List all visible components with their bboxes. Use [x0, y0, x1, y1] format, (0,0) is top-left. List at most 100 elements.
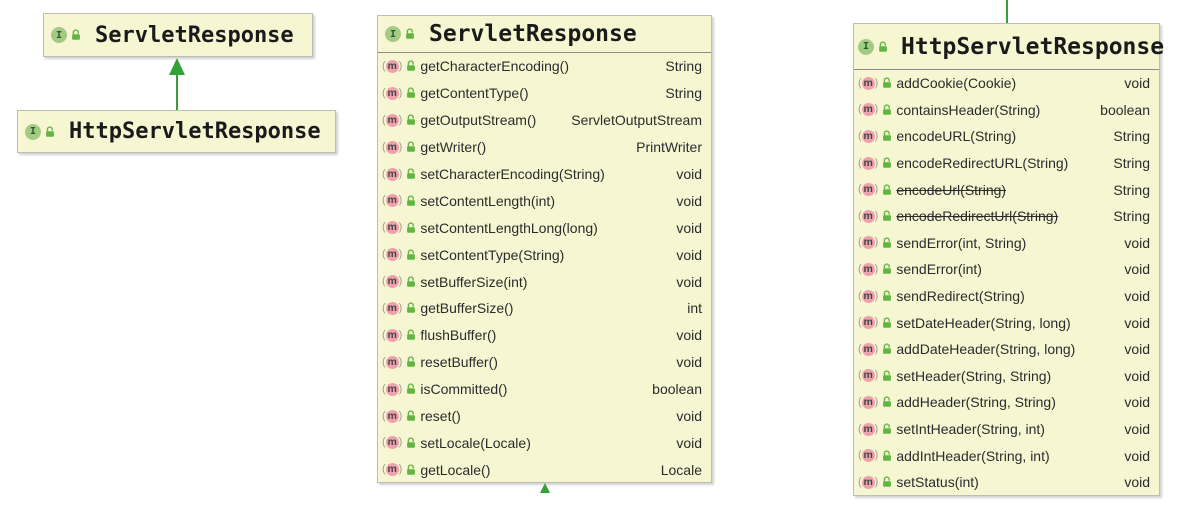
node-servletresponse-detail[interactable]: I ServletResponse (m) getCharacterEncodi…: [377, 15, 712, 483]
method-icon: (m): [382, 328, 403, 342]
method-row[interactable]: (m) addDateHeader(String, long)void: [854, 336, 1159, 363]
method-row[interactable]: (m) addIntHeader(String, int)void: [854, 442, 1159, 469]
method-return-type: int: [687, 300, 702, 317]
method-return-type: boolean: [1100, 101, 1150, 118]
method-name: setLocale(Locale): [420, 434, 531, 451]
method-icon: (m): [858, 395, 879, 409]
inheritance-arrowhead: [540, 483, 550, 493]
method-row[interactable]: (m) setContentLength(int)void: [378, 187, 711, 214]
method-row[interactable]: (m) getWriter()PrintWriter: [378, 134, 711, 161]
method-return-type: void: [1124, 261, 1150, 278]
method-row[interactable]: (m) encodeURL(String)String: [854, 123, 1159, 150]
method-return-type: String: [1113, 208, 1150, 225]
method-icon: (m): [858, 129, 879, 143]
method-icon: (m): [858, 262, 879, 276]
public-lock-icon: [46, 125, 54, 137]
method-row[interactable]: (m) addHeader(String, String)void: [854, 389, 1159, 416]
public-lock-icon: [883, 370, 892, 381]
public-lock-icon: [883, 450, 892, 461]
method-row[interactable]: (m) reset() void: [378, 403, 711, 430]
method-name: reset(): [420, 408, 461, 425]
method-row[interactable]: (m) setStatus(int)void: [854, 469, 1159, 496]
method-icon: (m): [858, 76, 879, 90]
method-row[interactable]: (m) getLocale()Locale: [378, 456, 711, 483]
method-return-type: boolean: [652, 381, 702, 398]
method-row[interactable]: (m) resetBuffer()void: [378, 349, 711, 376]
method-row[interactable]: (m) addCookie(Cookie)void: [854, 70, 1159, 97]
method-icon: (m): [382, 140, 403, 154]
method-name: addHeader(String, String): [896, 394, 1056, 411]
method-icon: (m): [858, 103, 879, 117]
method-row[interactable]: (m) sendRedirect(String)void: [854, 283, 1159, 310]
method-icon: (m): [382, 167, 403, 181]
node-httpservletresponse-compact[interactable]: I HttpServletResponse: [17, 110, 336, 153]
public-lock-icon: [883, 77, 892, 89]
method-return-type: String: [1113, 181, 1150, 198]
method-icon: (m): [858, 209, 879, 223]
method-row[interactable]: (m) setDateHeader(String, long)void: [854, 309, 1159, 336]
method-name: getOutputStream(): [420, 112, 537, 129]
method-row[interactable]: (m) setCharacterEncoding(String) void: [378, 161, 711, 188]
method-name: resetBuffer(): [420, 354, 498, 371]
public-lock-icon: [406, 28, 414, 39]
method-row[interactable]: (m) getContentType()String: [378, 80, 711, 107]
method-row[interactable]: (m) encodeRedirectURL(String)String: [854, 150, 1159, 177]
method-icon: (m): [858, 369, 879, 383]
node-header: I ServletResponse: [44, 14, 312, 56]
node-header: I ServletResponse: [378, 16, 711, 53]
public-lock-icon: [407, 114, 416, 126]
node-header: I HttpServletResponse: [854, 24, 1164, 70]
public-lock-icon: [883, 343, 892, 355]
method-return-type: void: [676, 408, 702, 425]
method-return-type: void: [1124, 367, 1150, 384]
method-row[interactable]: (m) sendError(int, String)void: [854, 230, 1159, 257]
method-row[interactable]: (m) encodeUrl(String)String: [854, 176, 1159, 203]
public-lock-icon: [883, 317, 892, 328]
method-icon: (m): [858, 422, 879, 436]
method-row[interactable]: (m) sendError(int)void: [854, 256, 1159, 283]
public-lock-icon: [72, 29, 80, 40]
public-lock-icon: [407, 329, 416, 341]
public-lock-icon: [407, 356, 416, 368]
method-row[interactable]: (m) setIntHeader(String, int)void: [854, 416, 1159, 443]
method-name: setCharacterEncoding(String): [420, 166, 605, 182]
public-lock-icon: [883, 210, 892, 222]
public-lock-icon: [883, 263, 892, 275]
method-name: setContentType(String): [420, 246, 565, 263]
method-row[interactable]: (m) setContentType(String)void: [378, 241, 711, 268]
public-lock-icon: [407, 383, 416, 394]
method-name: setDateHeader(String, long): [896, 314, 1071, 331]
class-title: HttpServletResponse: [69, 119, 321, 144]
node-servletresponse-compact[interactable]: I ServletResponse: [43, 13, 313, 57]
public-lock-icon: [407, 464, 416, 475]
public-lock-icon: [407, 87, 416, 99]
method-row[interactable]: (m) getCharacterEncoding()String: [378, 53, 711, 80]
method-row[interactable]: (m) encodeRedirectUrl(String)String: [854, 203, 1159, 230]
method-row[interactable]: (m) getOutputStream()ServletOutputStream: [378, 107, 711, 134]
method-row[interactable]: (m) setContentLengthLong(long)void: [378, 214, 711, 241]
node-httpservletresponse-detail[interactable]: I HttpServletResponse (m) addCookie(Cook…: [853, 23, 1164, 496]
method-row[interactable]: (m) setHeader(String, String)void: [854, 363, 1159, 390]
method-row[interactable]: (m) isCommitted() boolean: [378, 376, 711, 403]
method-return-type: void: [676, 166, 702, 182]
method-name: getContentType(): [420, 85, 529, 102]
public-lock-icon: [407, 168, 416, 179]
method-return-type: void: [676, 327, 702, 344]
method-list: (m) addCookie(Cookie)void(m) containsHea…: [854, 70, 1159, 496]
node-header: I HttpServletResponse: [18, 111, 335, 152]
method-name: encodeRedirectURL(String): [896, 155, 1069, 172]
method-list: (m) getCharacterEncoding()String(m) getC…: [378, 53, 711, 483]
public-lock-icon: [883, 157, 892, 168]
public-lock-icon: [879, 40, 887, 52]
method-row[interactable]: (m) setBufferSize(int)void: [378, 268, 711, 295]
method-icon: (m): [382, 382, 403, 396]
method-icon: (m): [858, 289, 879, 303]
class-title: ServletResponse: [429, 21, 637, 47]
method-row[interactable]: (m) setLocale(Locale)void: [378, 429, 711, 456]
method-icon: (m): [382, 409, 403, 423]
method-icon: (m): [858, 183, 879, 197]
method-name: isCommitted(): [420, 381, 508, 398]
method-row[interactable]: (m) containsHeader(String)boolean: [854, 97, 1159, 124]
method-row[interactable]: (m) flushBuffer()void: [378, 322, 711, 349]
method-row[interactable]: (m) getBufferSize()int: [378, 295, 711, 322]
